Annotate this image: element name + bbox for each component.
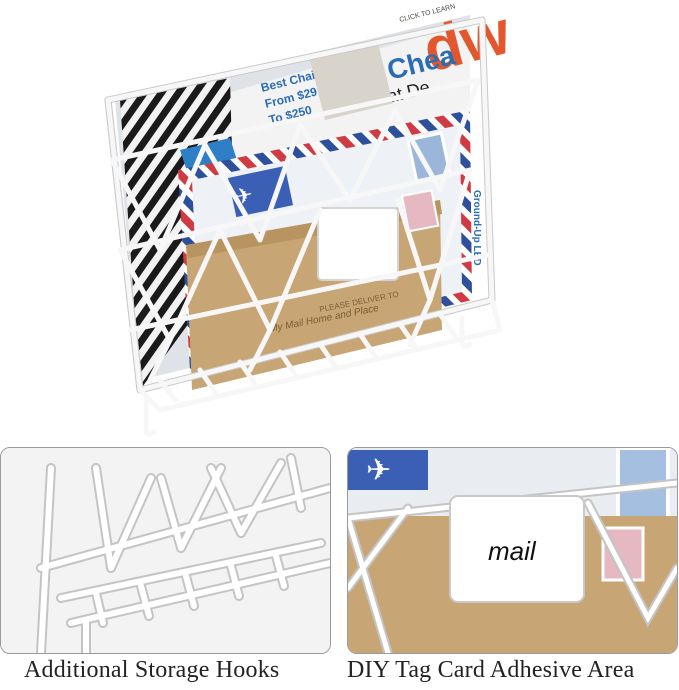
envelope-spine-text: Ground-Up LED xyxy=(471,190,482,266)
airplane-icon: ✈ xyxy=(366,454,391,487)
tag-card-text: mail xyxy=(488,536,537,566)
caption-storage-hooks: Additional Storage Hooks xyxy=(24,657,280,683)
tag-card-holder xyxy=(317,207,399,281)
product-photo: dw Chea Great De Best Chairs From $29 To… xyxy=(104,0,518,437)
hooks-closeup xyxy=(1,448,330,653)
wire-rack xyxy=(104,16,503,437)
detail-panel-tag-card: ✈ mail xyxy=(347,447,678,654)
detail-panel-hooks xyxy=(0,447,331,654)
tag-card xyxy=(449,495,585,603)
caption-tag-card-area: DIY Tag Card Adhesive Area xyxy=(347,657,635,683)
tag-card-closeup: ✈ mail xyxy=(348,448,677,653)
